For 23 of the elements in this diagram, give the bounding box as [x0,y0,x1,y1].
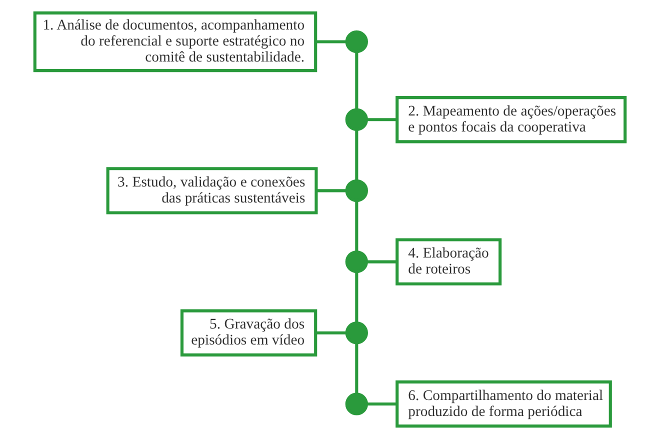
connector [316,331,347,334]
node-circle [345,108,368,131]
connector [355,272,358,323]
connector [366,118,397,122]
connector [355,52,358,110]
node-circle [345,179,368,202]
node-box: 1. Análise de documentos, acompanhamento do referencial e suporte estratégico no comitê de sustentabilidade. [33,11,318,72]
connector [366,260,398,264]
node-box: 4. Elaboração de roteiros [396,238,502,286]
connector [367,402,397,406]
node-box: 6. Compartilhamento do material produzido de forma periódica [396,380,612,428]
node-circle [345,322,368,344]
connector [316,40,347,44]
connector [355,130,358,181]
node-circle [345,250,368,274]
node-circle [345,392,368,416]
node-circle [345,30,368,54]
connector [355,200,358,252]
node-box: 3. Estudo, validação e conexões das práticas sustentáveis [106,167,318,214]
connector [316,189,347,192]
connector [355,343,358,394]
node-box: 2. Mapeamento de ações/operações e pontos focais da cooperativa [396,96,627,144]
node-box: 5. Gravação dos episódios em vídeo [180,309,318,356]
